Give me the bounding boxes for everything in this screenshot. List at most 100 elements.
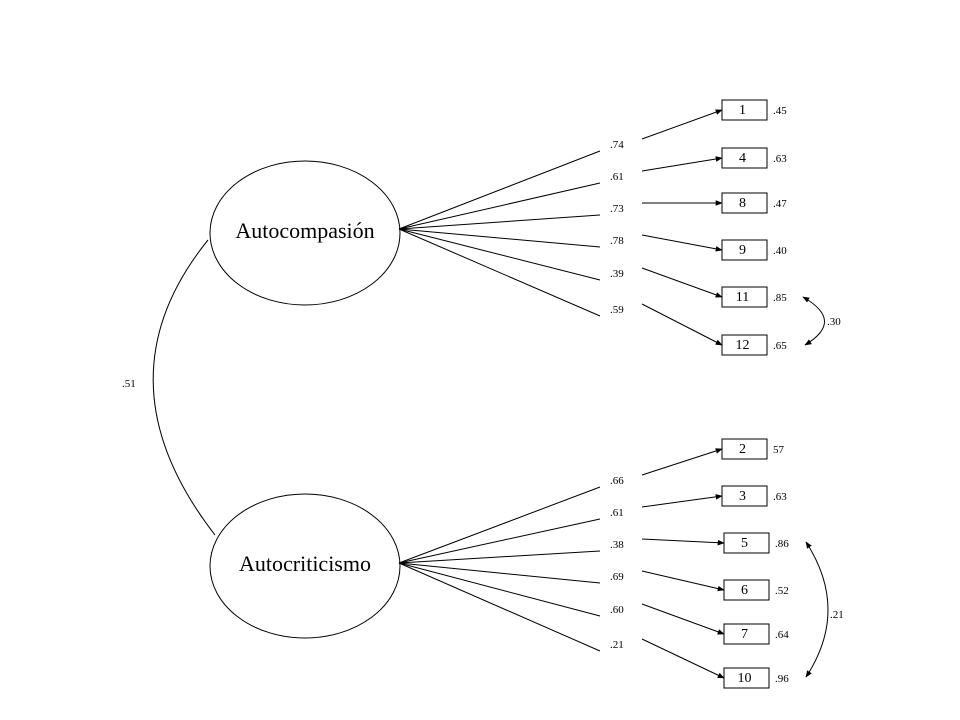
loading-value-item-7: .60 [610,604,624,616]
indicator-label: 12 [736,338,750,353]
indicator-label: 11 [736,290,749,305]
loading-value-item-5: .38 [610,539,624,551]
loading-arrow-item-3 [641,494,723,508]
indicator-box [721,99,768,121]
indicator-label: 3 [739,489,746,504]
error-covariance-label: .30 [827,316,841,328]
loading-line-item-3 [398,518,601,564]
factor-correlation-label: .51 [122,378,136,390]
loading-value-item-4: .61 [610,171,624,183]
indicator-item-10: 10 [723,667,770,689]
loading-line-item-8 [398,214,601,230]
loading-arrow-item-1 [641,109,723,140]
indicator-item-1: 1 [721,99,768,121]
loading-value-item-3: .61 [610,507,624,519]
loading-value-item-11: .39 [610,268,624,280]
indicator-box [721,286,768,308]
indicator-box [723,579,770,601]
indicator-label: 7 [741,627,748,642]
factor-autocompasion: Autocompasión [209,160,401,306]
loading-line-item-1 [398,150,601,230]
indicator-box [723,623,770,645]
loading-lines [398,150,601,652]
indicator-item-2: 2 [721,438,768,460]
indicator-boxes: 1 4 8 9 11 12 2 3 5 6 7 10 [721,99,770,689]
loading-arrow-item-6 [641,570,725,592]
indicator-item-8: 8 [721,192,768,214]
indicator-item-6: 6 [723,579,770,601]
loading-arrow-item-4 [641,156,723,172]
loading-line-item-12 [398,228,601,317]
error-value-item-10: .96 [775,673,789,685]
loading-line-item-9 [398,228,601,248]
loading-line-item-10 [398,562,601,652]
indicator-box [721,239,768,261]
indicator-box [723,532,770,554]
error-value-item-11: .85 [773,292,787,304]
error-covariance-label: .21 [830,609,844,621]
loading-line-item-11 [398,228,601,281]
error-value-item-9: .40 [773,245,787,257]
factor-ellipse [209,493,401,639]
loading-line-item-5 [398,550,601,564]
error-covariance-arc-5-10 [805,541,829,678]
loading-line-item-7 [398,562,601,617]
indicator-box [721,438,768,460]
error-value-item-6: .52 [775,585,789,597]
indicator-label: 9 [739,243,746,258]
loading-arrow-item-12 [641,303,723,346]
loading-arrow-item-9 [641,234,723,252]
error-value-item-5: .86 [775,538,789,550]
indicator-label: 8 [739,196,746,211]
error-value-item-4: .63 [773,153,787,165]
loading-line-item-4 [398,182,601,230]
loading-value-item-8: .73 [610,203,624,215]
loading-value-item-1: .74 [610,139,624,151]
error-value-item-3: .63 [773,491,787,503]
loading-arrow-item-5 [641,538,725,546]
indicator-item-7: 7 [723,623,770,645]
loading-line-item-2 [398,486,601,564]
error-labels: .45 .63 .47 .40 .85 .65 57 .63 .86 .52 .64 .96 [773,105,789,685]
factor-label: Autocompasión [235,218,374,243]
factor-label: Autocriticismo [239,551,371,576]
error-value-item-12: .65 [773,340,787,352]
error-value-item-7: .64 [775,629,789,641]
error-value-item-1: .45 [773,105,787,117]
loading-value-item-12: .59 [610,304,624,316]
loading-value-item-10: .21 [610,639,624,651]
indicator-item-5: 5 [723,532,770,554]
loading-value-item-9: .78 [610,235,624,247]
loading-line-item-6 [398,562,601,584]
indicator-label: 6 [741,583,748,598]
indicator-box [721,485,768,507]
loading-arrow-item-2 [641,448,723,476]
indicator-box [721,334,768,356]
loading-value-item-6: .69 [610,571,624,583]
indicator-label: 2 [739,442,746,457]
indicator-box [723,667,770,689]
indicator-item-9: 9 [721,239,768,261]
loading-arrow-item-7 [641,603,725,635]
loading-arrow-item-11 [641,267,723,298]
indicator-item-12: 12 [721,334,768,356]
loading-labels: .74 .61 .73 .78 .39 .59 .66 .61 .38 .69 .60 .21 [610,139,624,651]
error-value-item-2: 57 [773,444,785,456]
indicator-label: 4 [739,151,746,166]
indicator-label: 5 [741,536,748,551]
loading-arrow-item-10 [641,638,725,679]
loading-value-item-2: .66 [610,475,624,487]
indicator-box [721,147,768,169]
factor-ellipse [209,160,401,306]
error-covariance-arc-11-12 [802,296,825,346]
indicator-box [721,192,768,214]
indicator-label: 10 [738,671,752,686]
factor-autocriticismo: Autocriticismo [209,493,401,639]
indicator-item-11: 11 [721,286,768,308]
factor-correlation-arc [152,239,216,536]
indicator-label: 1 [739,103,746,118]
loading-arrows [641,109,725,679]
indicator-item-3: 3 [721,485,768,507]
error-value-item-8: .47 [773,198,787,210]
